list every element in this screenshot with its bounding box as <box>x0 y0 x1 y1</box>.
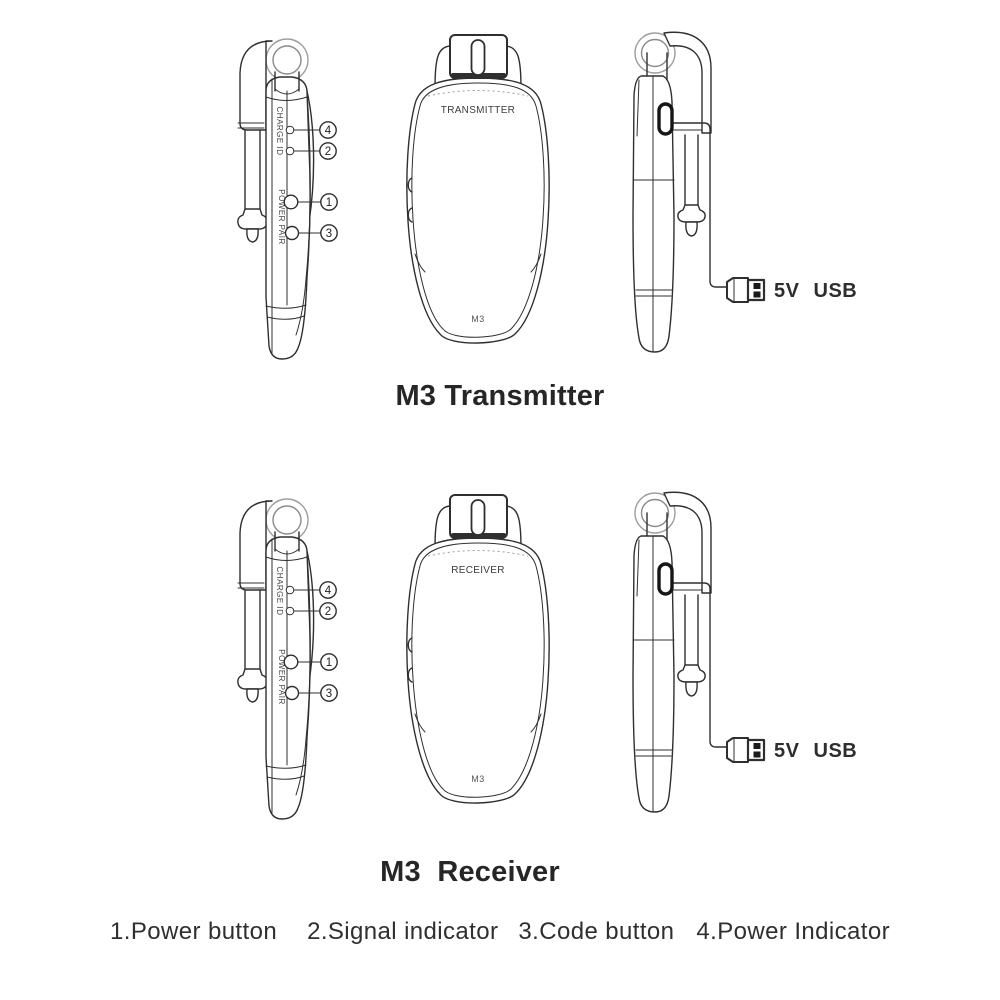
usb-plug-icon <box>726 277 766 303</box>
svg-text:4: 4 <box>325 125 332 137</box>
ear-hook <box>663 491 712 594</box>
signal-indicator-led <box>285 606 295 616</box>
callout-power-indicator: 4 <box>319 581 337 599</box>
clip-ridges <box>237 582 265 589</box>
body-outline <box>265 76 311 360</box>
svg-text:2: 2 <box>325 146 331 158</box>
clip-arm <box>237 129 268 243</box>
clip-arm-tip <box>246 688 259 703</box>
code-button-circle <box>284 685 300 701</box>
legend: 1.Power button 2.Signal indicator 3.Code… <box>0 918 1000 946</box>
top-seam <box>427 90 529 97</box>
body-outline <box>406 77 550 344</box>
body-seams <box>632 535 675 813</box>
ear-hook-ring <box>634 492 676 534</box>
clip-arm <box>677 134 706 237</box>
edge-accents <box>414 253 542 273</box>
side-buttons <box>407 177 413 223</box>
svg-text:1: 1 <box>326 657 332 669</box>
clip-slot <box>470 39 486 76</box>
side-view-right-device: 5V USB <box>632 491 857 813</box>
body-inner-outline <box>411 542 545 798</box>
callout-power-button: 1 <box>320 653 338 671</box>
side-view-right-device: 5V USB <box>632 31 857 353</box>
usb-label: 5V USB <box>774 740 857 762</box>
model-label: M3 <box>471 774 485 784</box>
callout-lines <box>293 589 322 694</box>
clip-mount <box>449 34 508 79</box>
code-button-circle <box>284 225 300 241</box>
side-view-left-device: CHARGE ID POWER PAIR 4 2 1 3 <box>237 38 338 360</box>
clip-arm <box>677 594 706 697</box>
callout-lines <box>293 129 322 234</box>
svg-text:3: 3 <box>326 228 332 240</box>
callout-signal-indicator: 2 <box>319 142 337 160</box>
clip-arm-tip <box>246 228 259 243</box>
body-seams <box>632 75 675 353</box>
front-view-device: RECEIVER M3 <box>406 494 550 804</box>
ear-hook <box>663 31 712 134</box>
clip-arm <box>237 589 268 703</box>
side-view-left-device: CHARGE ID POWER PAIR 4 2 1 3 <box>237 498 338 820</box>
receiver-caption: M3 Receiver <box>380 856 560 888</box>
clip-ridges <box>237 122 265 129</box>
callout-power-button: 1 <box>320 193 338 211</box>
callout-code-button: 3 <box>320 684 338 702</box>
svg-text:3: 3 <box>326 688 332 700</box>
callout-power-indicator: 4 <box>319 121 337 139</box>
callout-signal-indicator: 2 <box>319 602 337 620</box>
svg-text:1: 1 <box>326 197 332 209</box>
legend-item-power-button: 1.Power button <box>110 918 278 945</box>
usb-label: 5V USB <box>774 280 857 302</box>
device-front-label: TRANSMITTER <box>441 105 515 116</box>
ear-hook-ring <box>265 38 309 82</box>
body-outline <box>406 537 550 804</box>
power-pair-label: POWER PAIR <box>277 649 286 705</box>
model-label: M3 <box>471 314 485 324</box>
clip-mount <box>449 494 508 539</box>
power-button-circle <box>283 194 299 210</box>
power-button-circle <box>283 654 299 670</box>
edge-accents <box>414 713 542 733</box>
power-indicator-led <box>285 585 295 595</box>
power-indicator-led <box>285 125 295 135</box>
top-seam <box>427 550 529 557</box>
usb-cable <box>671 122 728 288</box>
clip-slot <box>470 499 486 536</box>
clip-arm-tip <box>685 221 698 237</box>
transmitter-caption: M3 Transmitter <box>395 380 605 412</box>
usb-plug-icon <box>726 737 766 763</box>
svg-text:4: 4 <box>325 585 332 597</box>
svg-text:2: 2 <box>325 606 331 618</box>
device-front-label: RECEIVER <box>451 565 505 576</box>
charge-id-label: CHARGE ID <box>275 567 284 616</box>
legend-item-code-button: 3.Code button <box>518 918 675 945</box>
micro-usb-port <box>657 562 674 596</box>
signal-indicator-led <box>285 146 295 156</box>
ear-hook-ring <box>265 498 309 542</box>
micro-usb-port <box>657 102 674 136</box>
legend-item-signal-indicator: 2.Signal indicator <box>307 918 499 945</box>
body-inner-outline <box>411 82 545 338</box>
power-pair-label: POWER PAIR <box>277 189 286 245</box>
front-view-device: TRANSMITTER M3 <box>406 34 550 344</box>
callout-code-button: 3 <box>320 224 338 242</box>
clip-arm-tip <box>685 681 698 697</box>
side-buttons <box>407 637 413 683</box>
legend-item-power-indicator: 4.Power Indicator <box>696 918 890 945</box>
ear-hook-ring <box>634 32 676 74</box>
charge-id-label: CHARGE ID <box>275 107 284 156</box>
usb-cable <box>671 582 728 748</box>
body-outline <box>265 536 311 820</box>
